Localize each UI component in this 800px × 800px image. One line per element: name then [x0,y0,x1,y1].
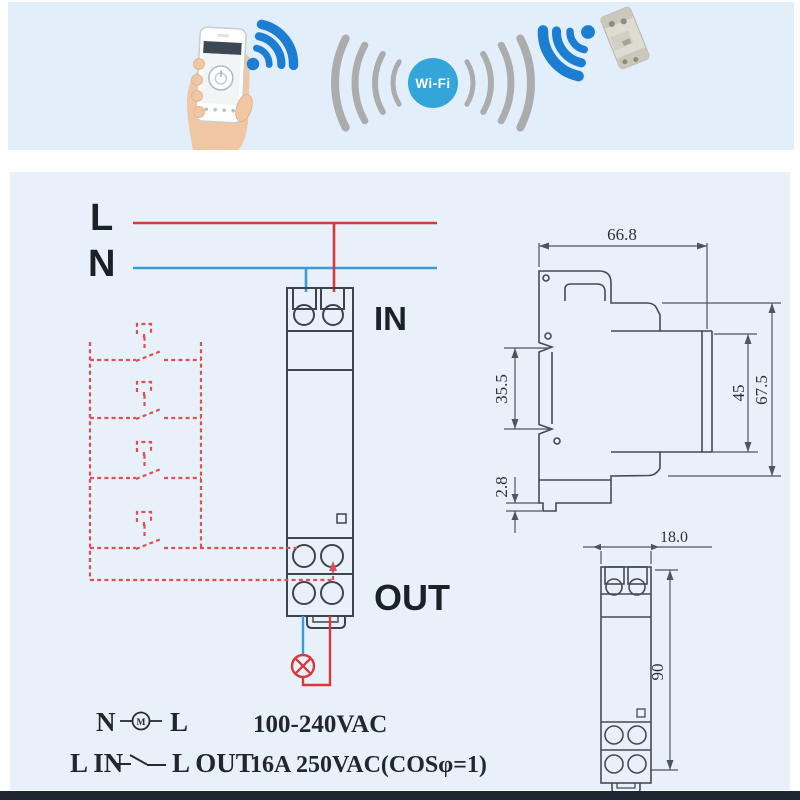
led-indicator-front [636,708,646,718]
svg-text:90: 90 [648,664,667,681]
switch-symbol-icon [117,754,166,766]
legend-live-label: L [170,707,188,737]
signal-waves-right [464,34,535,132]
neutral-label: N [88,243,115,285]
legend-lin-label: L IN [70,748,124,778]
legend-lout-label: L OUT [172,748,254,778]
dashed-arrowhead [329,561,337,571]
dim-front-width: 18.0 [583,529,712,564]
voltage-rating: 100-240VAC [253,711,387,738]
dim-front-height: 90 [648,569,678,771]
load-symbol-icon [131,711,151,731]
dim-total-height: 67.5 [662,302,781,477]
smartphone [195,26,247,124]
dim-rail-slot: 35.5 [492,347,550,430]
diagram-panel [10,172,790,790]
diagram-graphics: L N [70,197,781,794]
switch-bank [88,322,337,582]
wifi-badge [408,58,458,108]
svg-text:45: 45 [729,385,748,402]
led-indicator [336,513,347,524]
svg-text:67.5: 67.5 [752,375,771,405]
dim-width: 66.8 [538,225,708,329]
svg-text:2.8: 2.8 [492,476,511,497]
wiring-diagram: L N [70,197,487,778]
lamp-live-wire [301,616,332,687]
current-rating: 16A 250VAC(COSφ=1) [250,752,487,778]
top-banner [8,2,794,150]
legend: N M L 100-240VAC L IN L OUT 16A 250VAC(C… [70,707,487,778]
lamp-icon [290,653,316,679]
svg-text:18.0: 18.0 [660,529,688,546]
din-relay-photo [600,6,650,70]
hand-photo [186,26,253,151]
device-wifi-icon [535,5,612,83]
load-symbol-letter: M [137,718,146,728]
svg-text:66.8: 66.8 [607,225,637,244]
front-view-drawing: 18.0 90 [583,529,712,794]
dim-clip-depth: 2.8 [492,476,542,533]
side-view-drawing: 66.8 35.5 2.8 45 [492,225,781,533]
signal-waves-left [331,34,402,132]
out-label: OUT [374,577,450,618]
live-label: L [90,197,113,239]
svg-text:35.5: 35.5 [492,374,511,404]
in-label: IN [374,300,407,337]
top-banner-graphics: Wi-Fi [186,0,650,151]
thumb [235,94,253,122]
wifi-badge-label: Wi-Fi [415,76,450,91]
power-button-icon [208,65,234,91]
legend-neutral-label: N [96,707,116,737]
footer-bar [0,791,800,800]
din-device-schematic [286,287,354,629]
dim-front-face: 45 [704,333,758,453]
